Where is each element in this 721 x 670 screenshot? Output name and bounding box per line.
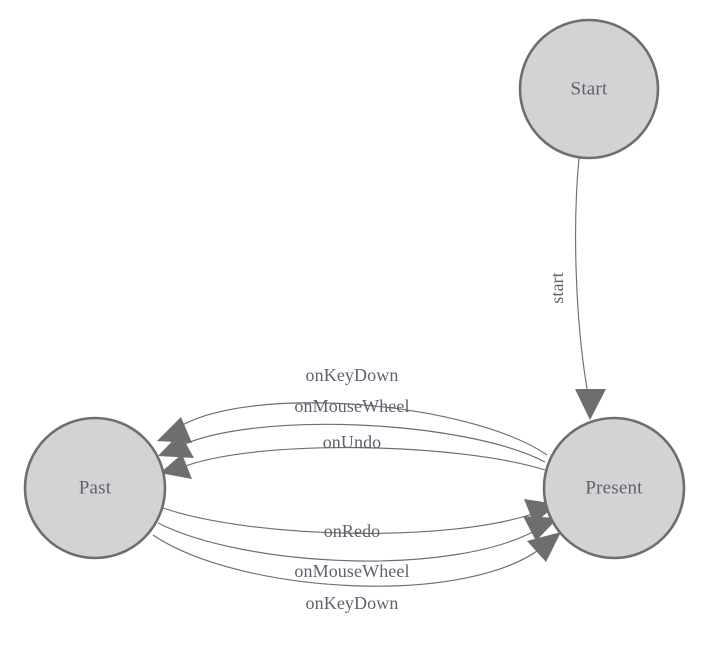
edge-onkeydown-past-to-present-arrowhead	[527, 532, 561, 562]
edge-onundo-present-to-past-arrowhead	[160, 454, 192, 479]
node-present-label: Present	[585, 477, 643, 498]
edge-onmousewheel-present-to-past-label: onMouseWheel	[294, 396, 409, 416]
edge-onundo-present-to-past-path	[179, 447, 546, 471]
node-start[interactable]: Start	[518, 18, 660, 160]
edge-onkeydown-present-to-past-label: onKeyDown	[306, 365, 399, 385]
edge-start-path	[575, 157, 590, 401]
node-present[interactable]: Present	[542, 416, 686, 560]
edge-onundo-present-to-past-label: onUndo	[323, 432, 382, 452]
node-start-circle	[518, 18, 660, 160]
edge-onmousewheel-past-to-present[interactable]: onMouseWheel	[157, 516, 558, 581]
edge-onredo-past-to-present-path	[162, 507, 539, 534]
edge-start[interactable]: start	[547, 157, 606, 420]
edge-onmousewheel-present-to-past[interactable]: onMouseWheel	[158, 396, 546, 463]
node-past-circle	[23, 416, 167, 560]
edge-onkeydown-past-to-present[interactable]: onKeyDown	[152, 532, 561, 613]
edge-onkeydown-present-to-past-path	[173, 402, 548, 456]
edge-onmousewheel-past-to-present-arrowhead	[523, 516, 558, 541]
edge-onkeydown-past-to-present-label: onKeyDown	[306, 593, 399, 613]
edge-onmousewheel-present-to-past-arrowhead	[158, 433, 194, 458]
edge-start-label: start	[547, 272, 567, 304]
edge-onredo-past-to-present-label: onRedo	[324, 521, 381, 541]
node-start-label: Start	[571, 78, 608, 99]
edge-onkeydown-present-to-past-arrowhead	[157, 417, 192, 443]
edge-onkeydown-present-to-past[interactable]: onKeyDown	[157, 365, 548, 456]
edge-onmousewheel-past-to-present-path	[157, 522, 541, 562]
edge-start-arrowhead	[575, 389, 606, 420]
node-present-circle	[542, 416, 686, 560]
node-past-label: Past	[79, 477, 112, 498]
edge-onundo-present-to-past[interactable]: onUndo	[160, 432, 546, 479]
edge-onredo-past-to-present[interactable]: onRedo	[162, 499, 557, 541]
edge-onmousewheel-past-to-present-label: onMouseWheel	[294, 561, 409, 581]
edge-onkeydown-past-to-present-path	[152, 534, 546, 587]
edge-onmousewheel-present-to-past-path	[175, 423, 546, 463]
node-past[interactable]: Past	[23, 416, 167, 560]
